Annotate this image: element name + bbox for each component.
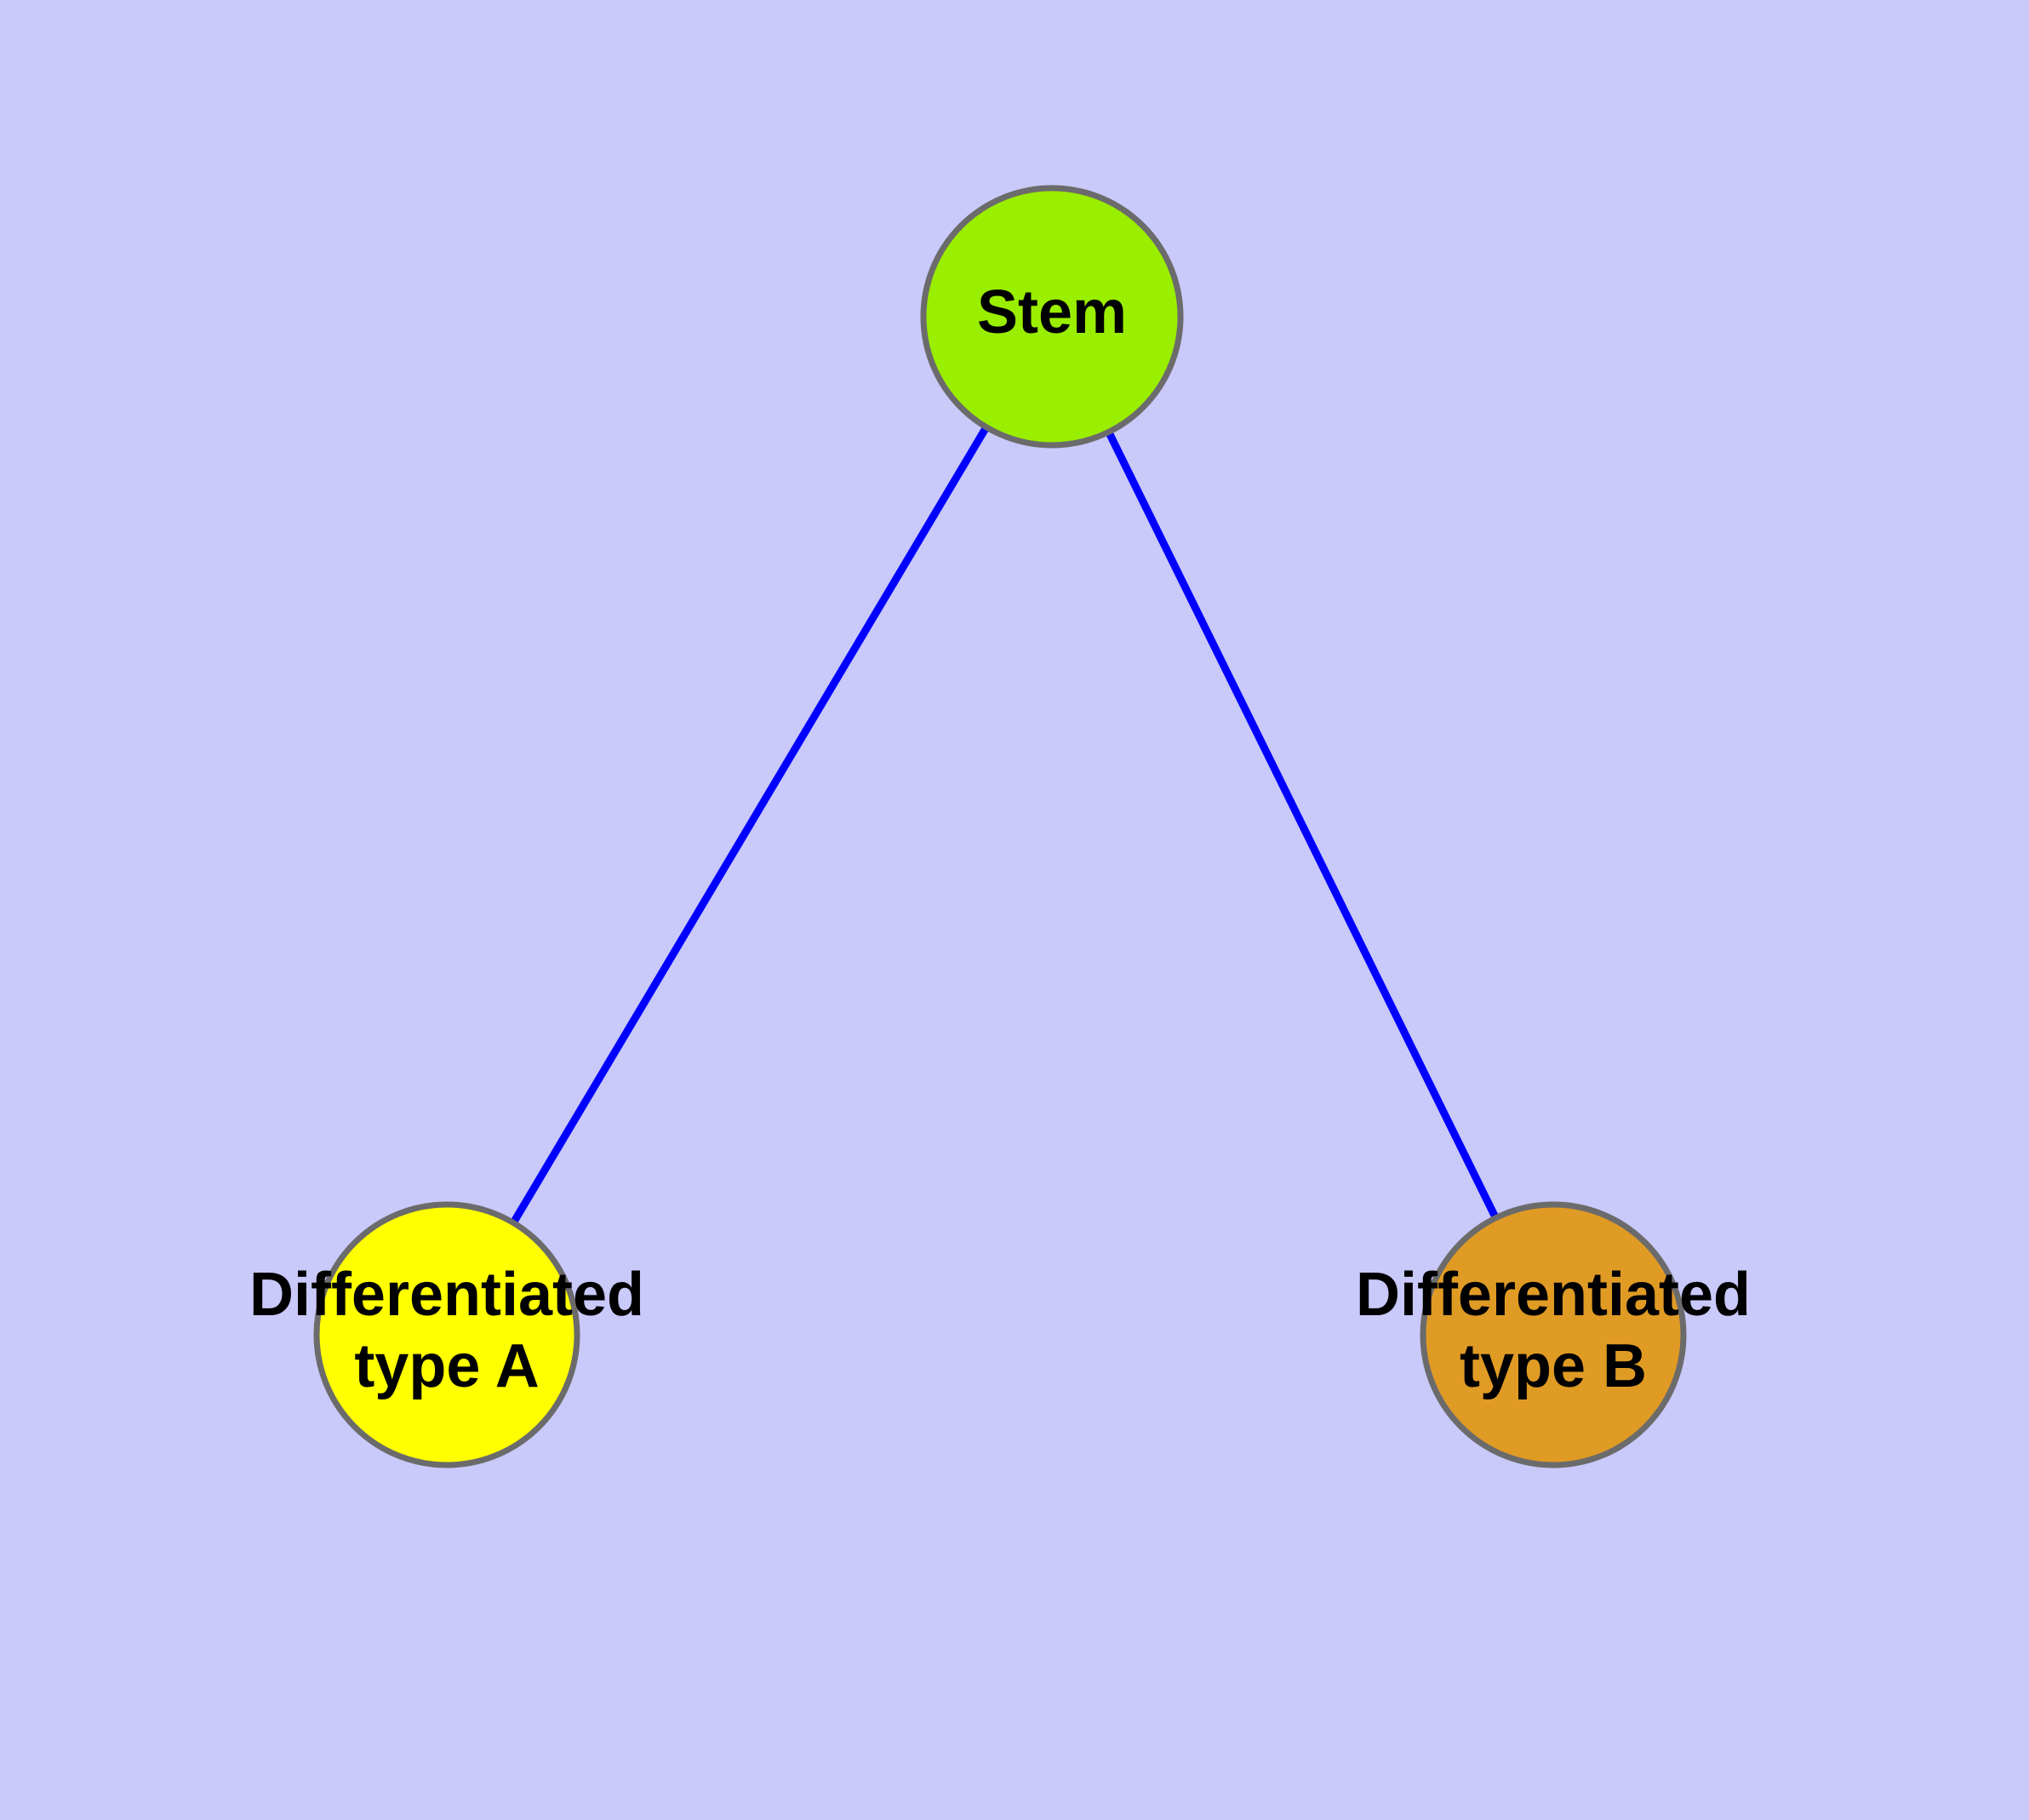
graph-node-diff_b[interactable]	[1420, 1201, 1687, 1468]
edges-layer	[510, 425, 1500, 1225]
node-circle-diff_a[interactable]	[313, 1201, 580, 1468]
node-label-line: Stem	[977, 278, 1127, 346]
node-label-line: Differentiated	[249, 1261, 644, 1329]
node-circle-diff_b[interactable]	[1420, 1201, 1687, 1468]
node-circle-stem[interactable]	[920, 185, 1184, 449]
graph-edge-stem-to-diff_a[interactable]	[510, 425, 990, 1225]
graph-node-stem[interactable]	[920, 185, 1184, 449]
node-label-line: type A	[354, 1332, 539, 1400]
graph-edge-stem-to-diff_b[interactable]	[1105, 430, 1500, 1220]
node-label-line: type B	[1460, 1332, 1647, 1400]
graph-node-diff_a[interactable]	[313, 1201, 580, 1468]
node-label-stem: Stem	[977, 278, 1127, 346]
node-label-line: Differentiated	[1356, 1261, 1751, 1329]
